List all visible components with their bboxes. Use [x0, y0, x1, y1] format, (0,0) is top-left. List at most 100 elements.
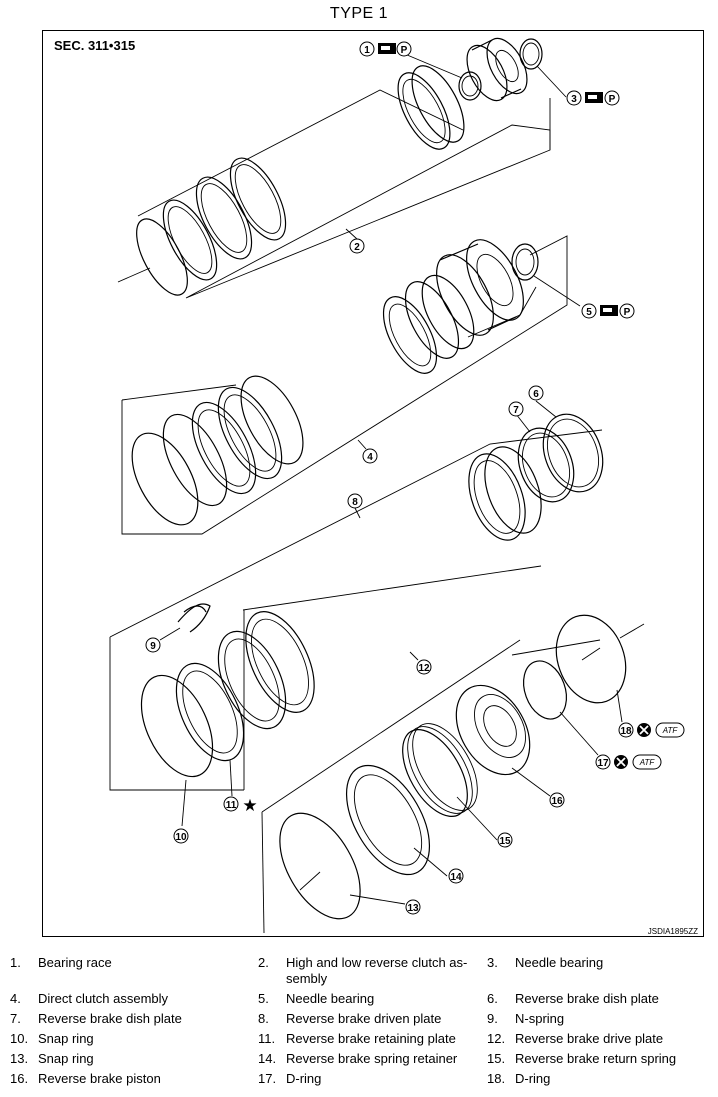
svg-text:8: 8: [352, 497, 358, 508]
svg-text:17: 17: [597, 758, 609, 769]
section-label: SEC. 311•315: [54, 38, 136, 53]
part-3-needle-bearing: [519, 38, 567, 98]
legend-number: 7.: [10, 1011, 21, 1026]
svg-text:ATF: ATF: [639, 758, 656, 767]
legend-number: 3.: [487, 955, 498, 970]
callout-15: 15: [497, 832, 513, 848]
svg-text:12: 12: [418, 663, 430, 674]
group-2-outline: [137, 89, 551, 299]
callout-13: 13: [405, 899, 421, 915]
legend-number: 2.: [258, 955, 269, 970]
legend-number: 13.: [10, 1051, 29, 1066]
part-1-bearing-race: [399, 51, 482, 101]
legend-row: 7. Reverse brake dish plate 8. Reverse b…: [0, 1011, 718, 1031]
part-10-snap-ring: [140, 674, 214, 827]
svg-text:14: 14: [450, 872, 462, 883]
part-16-piston: [455, 684, 551, 797]
legend-number: 10.: [10, 1031, 29, 1046]
svg-text:1: 1: [364, 45, 370, 56]
legend-number: 17.: [258, 1071, 277, 1086]
legend-row: 1. Bearing race 2. High and low reverse …: [0, 955, 718, 986]
part-13-snap-ring: [279, 812, 406, 920]
group-4-outline: [121, 235, 568, 535]
svg-text:3: 3: [571, 94, 577, 105]
callout-6: 6: [528, 385, 544, 401]
legend-label: Reverse brake retaining plate: [286, 1031, 456, 1046]
legend-label: Needle bearing: [286, 991, 375, 1006]
legend-label: D-ring: [515, 1071, 551, 1086]
callout-8: 8: [347, 493, 363, 519]
part-2-snap-ring: [117, 218, 188, 296]
part-17-d-ring: [522, 660, 599, 756]
legend-label: Reverse brake dish plate: [38, 1011, 182, 1026]
diagram-frame: [42, 30, 704, 937]
callout-4: 4: [357, 439, 378, 464]
legend-number: 14.: [258, 1051, 277, 1066]
callout-12: 12: [409, 651, 432, 675]
part-4-plates: [162, 274, 475, 507]
svg-text:★: ★: [242, 796, 257, 816]
legend-row: 4. Direct clutch assembly 5. Needle bear…: [0, 991, 718, 1011]
callout-17: 17 ATF: [595, 754, 662, 770]
legend-label: D-ring: [286, 1071, 322, 1086]
callout-18: 18 ATF: [618, 722, 685, 738]
legend-label: Reverse brake spring retainer: [286, 1051, 458, 1066]
legend-row: 10. Snap ring 11. Reverse brake retainin…: [0, 1031, 718, 1051]
part-8-driven-plates: [468, 446, 542, 541]
svg-text:10: 10: [175, 832, 187, 843]
svg-text:ATF: ATF: [662, 726, 679, 735]
figure-code: JSDIA1895ZZ: [647, 927, 698, 936]
legend-label: Reverse brake drive plate: [515, 1031, 664, 1046]
part-15-return-spring: [402, 723, 498, 841]
callout-10: 10: [173, 828, 189, 844]
exploded-view-diagram: .ln { fill:none; stroke:#000; stroke-wid…: [109, 37, 685, 934]
legend-label: Bearing race: [38, 955, 112, 970]
svg-text:11: 11: [226, 800, 237, 811]
callout-2: 2: [345, 228, 365, 254]
legend-label: High and low reverse clutch as-: [286, 955, 468, 970]
legend-number: 5.: [258, 991, 269, 1006]
svg-text:2: 2: [354, 242, 360, 253]
legend-number: 11.: [258, 1031, 276, 1046]
legend-number: 12.: [487, 1031, 506, 1046]
svg-text:4: 4: [367, 452, 373, 463]
callout-5: 5 P: [581, 303, 635, 319]
part-18-d-ring: [555, 614, 645, 723]
svg-text:P: P: [401, 45, 408, 56]
legend-row: 16. Reverse brake piston 17. D-ring 18. …: [0, 1071, 718, 1091]
callout-3: 3 P: [566, 90, 620, 106]
legend-label: N-spring: [515, 1011, 565, 1026]
svg-text:P: P: [624, 307, 631, 318]
legend-label: Snap ring: [38, 1051, 94, 1066]
svg-text:9: 9: [150, 641, 156, 652]
legend-label: Reverse brake piston: [38, 1071, 161, 1086]
part-7-dish-plate: [515, 413, 575, 503]
svg-text:16: 16: [551, 796, 563, 807]
part-2-hub: [466, 37, 528, 102]
part-4-snap-ring: [131, 432, 199, 526]
svg-text:15: 15: [499, 836, 511, 847]
group-13-outline: [261, 639, 601, 934]
legend-number: 1.: [10, 955, 21, 970]
legend-label: Reverse brake driven plate: [286, 1011, 442, 1026]
svg-text:5: 5: [586, 307, 592, 318]
legend-number: 8.: [258, 1011, 269, 1026]
page-title: TYPE 1: [329, 5, 389, 22]
legend-number: 15.: [487, 1051, 506, 1066]
legend-number: 18.: [487, 1071, 506, 1086]
svg-text:7: 7: [513, 405, 519, 416]
legend-label: Snap ring: [38, 1031, 94, 1046]
callout-7: 7: [508, 401, 524, 417]
legend-number: 16.: [10, 1071, 29, 1086]
svg-text:18: 18: [620, 726, 632, 737]
legend-label-continued: sembly: [286, 971, 328, 986]
callout-11: 11 ★: [223, 796, 258, 816]
callout-16: 16: [549, 792, 565, 808]
part-6-dish-plate: [535, 400, 604, 493]
svg-text:6: 6: [533, 389, 539, 400]
legend-number: 9.: [487, 1011, 498, 1026]
legend-number: 4.: [10, 991, 21, 1006]
part-2-plates: [162, 65, 465, 281]
callout-9: 9: [145, 637, 161, 653]
callout-14: 14: [448, 868, 464, 884]
